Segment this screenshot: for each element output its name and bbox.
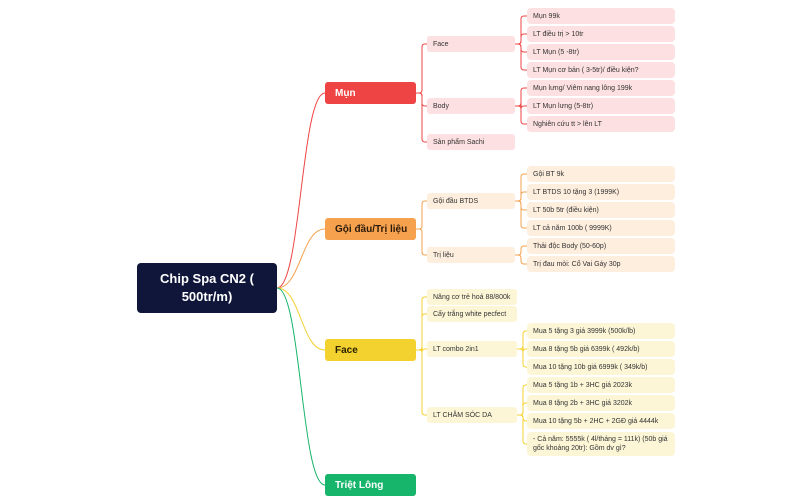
branch-mun[interactable]: Mụn (325, 82, 416, 104)
leaf-goi-2[interactable]: LT BTDS 10 tặng 3 (1999K) (527, 184, 675, 200)
link-csd-leaf-1 (517, 384, 527, 416)
leaf-mun-body-2[interactable]: LT Mụn lưng (5-8tr) (527, 98, 675, 114)
root-node[interactable]: Chip Spa CN2 ( 500tr/m) (137, 263, 277, 313)
sub-nang-co[interactable]: Nâng cơ trẻ hoá 88/800k (427, 289, 517, 305)
sub-tri-lieu[interactable]: Trị liệu (427, 247, 515, 263)
link-tri-lieu-leaf-1 (515, 245, 527, 256)
leaf-tri-lieu-1[interactable]: Thải độc Body (50-60p) (527, 238, 675, 254)
leaf-goi-1[interactable]: Gội BT 9k (527, 166, 675, 182)
leaf-combo-1[interactable]: Mua 5 tặng 3 giá 3999k (500k/lb) (527, 323, 675, 339)
link-mun-sub-0 (416, 43, 427, 94)
leaf-csd-2[interactable]: Mua 8 tặng 2b + 3HC giá 3202k (527, 395, 675, 411)
branch-triet-long[interactable]: Triệt Lông (325, 474, 416, 496)
link-face-sub-3 (416, 349, 427, 416)
link-combo-leaf-3 (517, 348, 527, 368)
leaf-mun-face-1[interactable]: Mụn 99k (527, 8, 675, 24)
link-face-sub-1 (416, 313, 427, 351)
link-csd-leaf-4 (517, 414, 527, 445)
link-mun-face-leaf-4 (515, 43, 527, 71)
link-mun-face-leaf-2 (515, 33, 527, 45)
link-goi-sub-0 (416, 200, 427, 230)
link-root-face (276, 287, 326, 351)
leaf-mun-body-3[interactable]: Nghiên cứu tt > lên LT (527, 116, 675, 132)
leaf-mun-body-1[interactable]: Mụn lưng/ Viêm nang lông 199k (527, 80, 675, 96)
link-root-mun (276, 92, 326, 289)
sub-mun-face[interactable]: Face (427, 36, 515, 52)
link-goi-leaf-2 (515, 191, 527, 202)
leaf-csd-1[interactable]: Mua 5 tặng 1b + 3HC giá 2023k (527, 377, 675, 393)
link-mun-sub-2 (416, 92, 427, 143)
sub-mun-body[interactable]: Body (427, 98, 515, 114)
link-root-triet (276, 287, 326, 486)
sub-goi-dau-btds[interactable]: Gội đầu BTDS (427, 193, 515, 209)
link-mun-body-leaf-3 (515, 105, 527, 125)
leaf-csd-3[interactable]: Mua 10 tặng 5b + 2HC + 2GĐ giá 4444k (527, 413, 675, 429)
leaf-tri-lieu-2[interactable]: Trị đau mỏi: Cổ Vai Gáy 30p (527, 256, 675, 272)
sub-lt-combo[interactable]: LT combo 2in1 (427, 341, 517, 357)
leaf-csd-4[interactable]: - Cả năm: 5555k ( 4l/tháng = 111k) (50b … (527, 432, 675, 456)
leaf-mun-face-3[interactable]: LT Mụn (5 -8tr) (527, 44, 675, 60)
link-goi-leaf-4 (515, 200, 527, 229)
leaf-mun-face-2[interactable]: LT điều trị > 10tr (527, 26, 675, 42)
link-root-goi (276, 228, 326, 289)
sub-cay-trang[interactable]: Cấy trắng white pecfect (427, 306, 517, 322)
leaf-mun-face-4[interactable]: LT Mụn cơ bản ( 3-5tr)/ điều kiện? (527, 62, 675, 78)
branch-face[interactable]: Face (325, 339, 416, 361)
leaf-combo-3[interactable]: Mua 10 tặng 10b giá 6999k ( 349k/b) (527, 359, 675, 375)
link-tri-lieu-leaf-2 (515, 254, 527, 265)
leaf-goi-4[interactable]: LT cả năm 100b ( 9999K) (527, 220, 675, 236)
link-goi-sub-1 (416, 228, 427, 256)
branch-goi-dau[interactable]: Gội đầu/Trị liệu (325, 218, 416, 240)
leaf-combo-2[interactable]: Mua 8 tặng 5b giá 6399k ( 492k/b) (527, 341, 675, 357)
leaf-goi-3[interactable]: LT 50b 5tr (điều kiện) (527, 202, 675, 218)
link-csd-leaf-2 (517, 402, 527, 416)
link-combo-leaf-1 (517, 330, 527, 350)
sub-mun-sachi[interactable]: Sản phẩm Sachi (427, 134, 515, 150)
sub-lt-cham-soc[interactable]: LT CHĂM SÓC DA (427, 407, 517, 423)
